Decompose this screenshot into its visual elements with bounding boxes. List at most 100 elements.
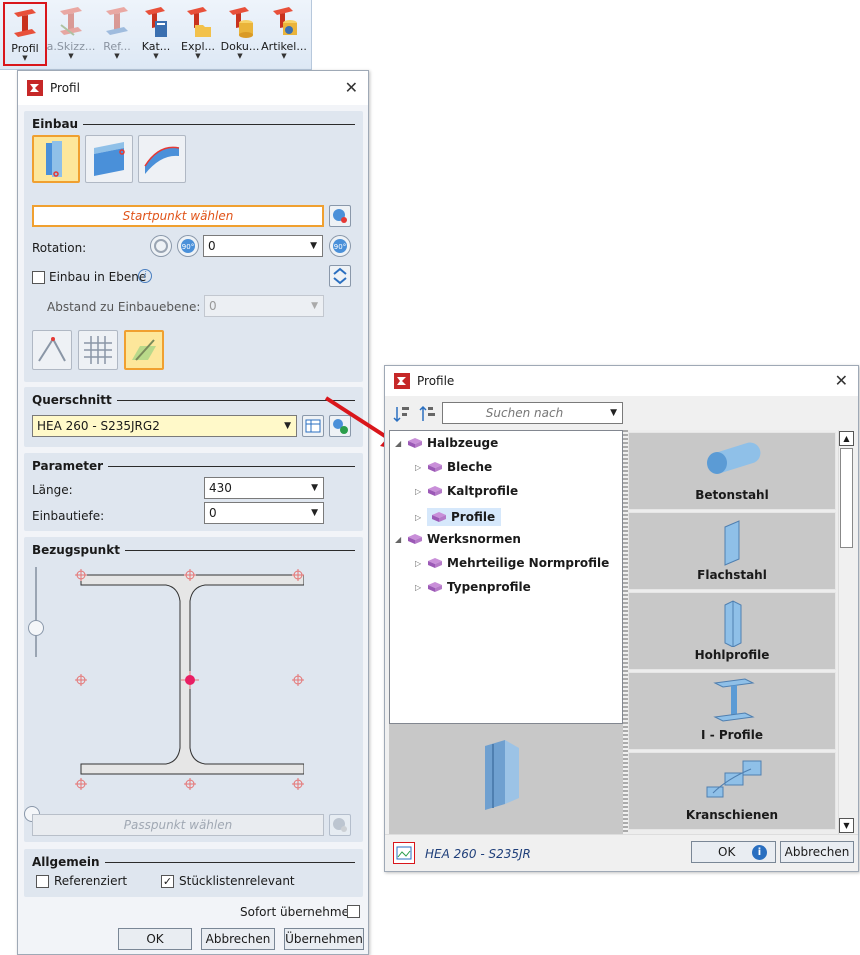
footer-divider <box>385 834 858 835</box>
einbautiefe-dropdown[interactable]: 0 <box>204 502 324 524</box>
querschnitt-heading: Querschnitt <box>32 393 355 407</box>
einbau-mode-column-button[interactable] <box>32 135 80 183</box>
profile-info-button[interactable] <box>329 415 351 437</box>
ribbon-button-profil[interactable]: Profil ▼ <box>3 2 47 66</box>
profile-catalog-button[interactable] <box>302 415 324 437</box>
tree-node-halbzeuge[interactable]: ◢ Halbzeuge <box>395 436 498 450</box>
pick-point-button[interactable] <box>329 205 351 227</box>
vertical-slider-thumb[interactable] <box>28 620 44 636</box>
close-icon[interactable]: ✕ <box>344 78 358 97</box>
grid-mode-button[interactable] <box>78 330 118 370</box>
rotation-dropdown[interactable]: 0 <box>203 235 323 257</box>
expand-triangle-icon[interactable]: ▷ <box>415 512 422 522</box>
einbau-in-ebene-checkbox[interactable] <box>32 271 45 284</box>
selected-profile-status: HEA 260 - S235JR <box>425 847 531 861</box>
passpunkt-pick-button[interactable] <box>329 814 351 836</box>
chevron-down-icon: ▼ <box>195 52 201 60</box>
ribbon-button-skizze[interactable]: a.Skizz... ▼ <box>47 2 95 66</box>
tree-node-kaltprofile[interactable]: ▷ Kaltprofile <box>415 484 518 498</box>
expand-triangle-icon[interactable]: ▷ <box>415 582 422 592</box>
plane-select-icon <box>333 267 347 285</box>
hollow-section-icon <box>724 600 742 647</box>
info-icon[interactable]: i <box>138 269 152 283</box>
scroll-thumb[interactable] <box>840 448 853 548</box>
chevron-down-icon: ▼ <box>153 52 159 60</box>
dialog-title: Profil <box>50 81 80 95</box>
ribbon-button-artikel[interactable]: Artikel... ▼ <box>260 2 308 66</box>
tile-hohlprofile[interactable]: Hohlprofile <box>628 592 836 670</box>
crane-rail-icon <box>706 760 762 798</box>
querschnitt-value: HEA 260 - S235JRG2 <box>37 419 160 433</box>
expand-triangle-icon[interactable]: ◢ <box>395 534 402 544</box>
chevron-down-icon: ▼ <box>114 52 120 60</box>
beam-explorer-icon <box>187 7 211 37</box>
expand-triangle-icon[interactable]: ◢ <box>395 438 402 448</box>
tree-node-mehrteilige[interactable]: ▷ Mehrteilige Normprofile <box>415 556 609 570</box>
rotate-90-button[interactable]: 90° <box>177 235 199 257</box>
rotation-value: 0 <box>208 239 216 253</box>
einbau-mode-curved-button[interactable] <box>138 135 186 183</box>
rotate-reset-button[interactable] <box>150 235 172 257</box>
scroll-down-button[interactable]: ▼ <box>839 818 854 833</box>
profile-dialog-titlebar: Profile ✕ <box>385 366 858 396</box>
stuecklisten-checkbox[interactable]: ✓ <box>161 875 174 888</box>
angle-mode-button[interactable] <box>32 330 72 370</box>
steel-beam-icon <box>14 9 36 37</box>
einbau-section: Einbau Startpunkt wählen <box>24 111 363 382</box>
tile-betonstahl[interactable]: Betonstahl <box>628 432 836 510</box>
round-bar-icon <box>707 442 761 474</box>
sort-ascending-icon[interactable] <box>393 404 411 424</box>
ok-button[interactable]: OK <box>118 928 192 950</box>
tile-kranschienen[interactable]: Kranschienen <box>628 752 836 830</box>
laenge-dropdown[interactable]: 430 <box>204 477 324 499</box>
ribbon-button-dokument[interactable]: Doku... ▼ <box>218 2 262 66</box>
ribbon-label: Artikel... <box>261 40 307 53</box>
tree-node-typenprofile[interactable]: ▷ Typenprofile <box>415 580 531 594</box>
sofort-checkbox[interactable] <box>347 905 360 918</box>
plane-select-button[interactable] <box>329 265 351 287</box>
chevron-down-icon: ▼ <box>281 52 287 60</box>
expand-triangle-icon[interactable]: ▷ <box>415 558 422 568</box>
profile-abbrechen-button[interactable]: Abbrechen <box>780 841 854 863</box>
laenge-label: Länge: <box>32 483 73 497</box>
sort-descending-icon[interactable] <box>419 404 437 424</box>
profile-ok-button[interactable]: OK i <box>691 841 776 863</box>
abbrechen-label: Abbrechen <box>784 845 850 859</box>
passpunkt-field[interactable]: Passpunkt wählen <box>32 814 324 836</box>
tile-label: Betonstahl <box>695 488 769 502</box>
tree-node-label: Bleche <box>447 460 493 474</box>
ribbon-button-katalog[interactable]: Kat... ▼ <box>134 2 178 66</box>
startpunkt-field[interactable]: Startpunkt wählen <box>32 205 324 227</box>
i-beam-icon <box>713 678 755 722</box>
tile-i-profile[interactable]: I - Profile <box>628 672 836 750</box>
rotation-label: Rotation: <box>32 241 87 255</box>
search-placeholder: Suchen nach <box>485 406 564 420</box>
rotate-plus-90-icon: 90° <box>333 239 347 253</box>
tree-node-bleche[interactable]: ▷ Bleche <box>415 460 492 474</box>
tile-flachstahl[interactable]: Flachstahl <box>628 512 836 590</box>
sofort-label: Sofort übernehmen <box>240 905 357 919</box>
search-dropdown[interactable]: Suchen nach <box>442 402 623 424</box>
abstand-dropdown[interactable]: 0 <box>204 295 324 317</box>
close-icon[interactable]: ✕ <box>834 371 848 390</box>
preview-toggle-button[interactable] <box>393 842 415 864</box>
tree-node-werksnormen[interactable]: ◢ Werksnormen <box>395 532 521 546</box>
einbau-mode-beam-button[interactable] <box>85 135 133 183</box>
ribbon-button-ref[interactable]: Ref... ▼ <box>95 2 139 66</box>
ribbon-button-explorer[interactable]: Expl... ▼ <box>176 2 220 66</box>
referenziert-checkbox[interactable] <box>36 875 49 888</box>
vertical-slider-track[interactable] <box>35 567 37 657</box>
tree-node-profile[interactable]: ▷ Profile <box>415 508 502 526</box>
book-icon <box>428 462 442 472</box>
abbrechen-button[interactable]: Abbrechen <box>201 928 275 950</box>
expand-triangle-icon[interactable]: ▷ <box>415 486 422 496</box>
profile-info-icon <box>333 419 348 434</box>
rotate-plus-90-button[interactable]: 90° <box>329 235 351 257</box>
pane-splitter[interactable] <box>623 430 628 834</box>
expand-triangle-icon[interactable]: ▷ <box>415 462 422 472</box>
querschnitt-dropdown[interactable]: HEA 260 - S235JRG2 <box>32 415 297 437</box>
surface-mode-button[interactable] <box>124 330 164 370</box>
scroll-up-button[interactable]: ▲ <box>839 431 854 446</box>
ribbon-label: Expl... <box>181 40 215 53</box>
uebernehmen-button[interactable]: Übernehmen <box>284 928 364 950</box>
